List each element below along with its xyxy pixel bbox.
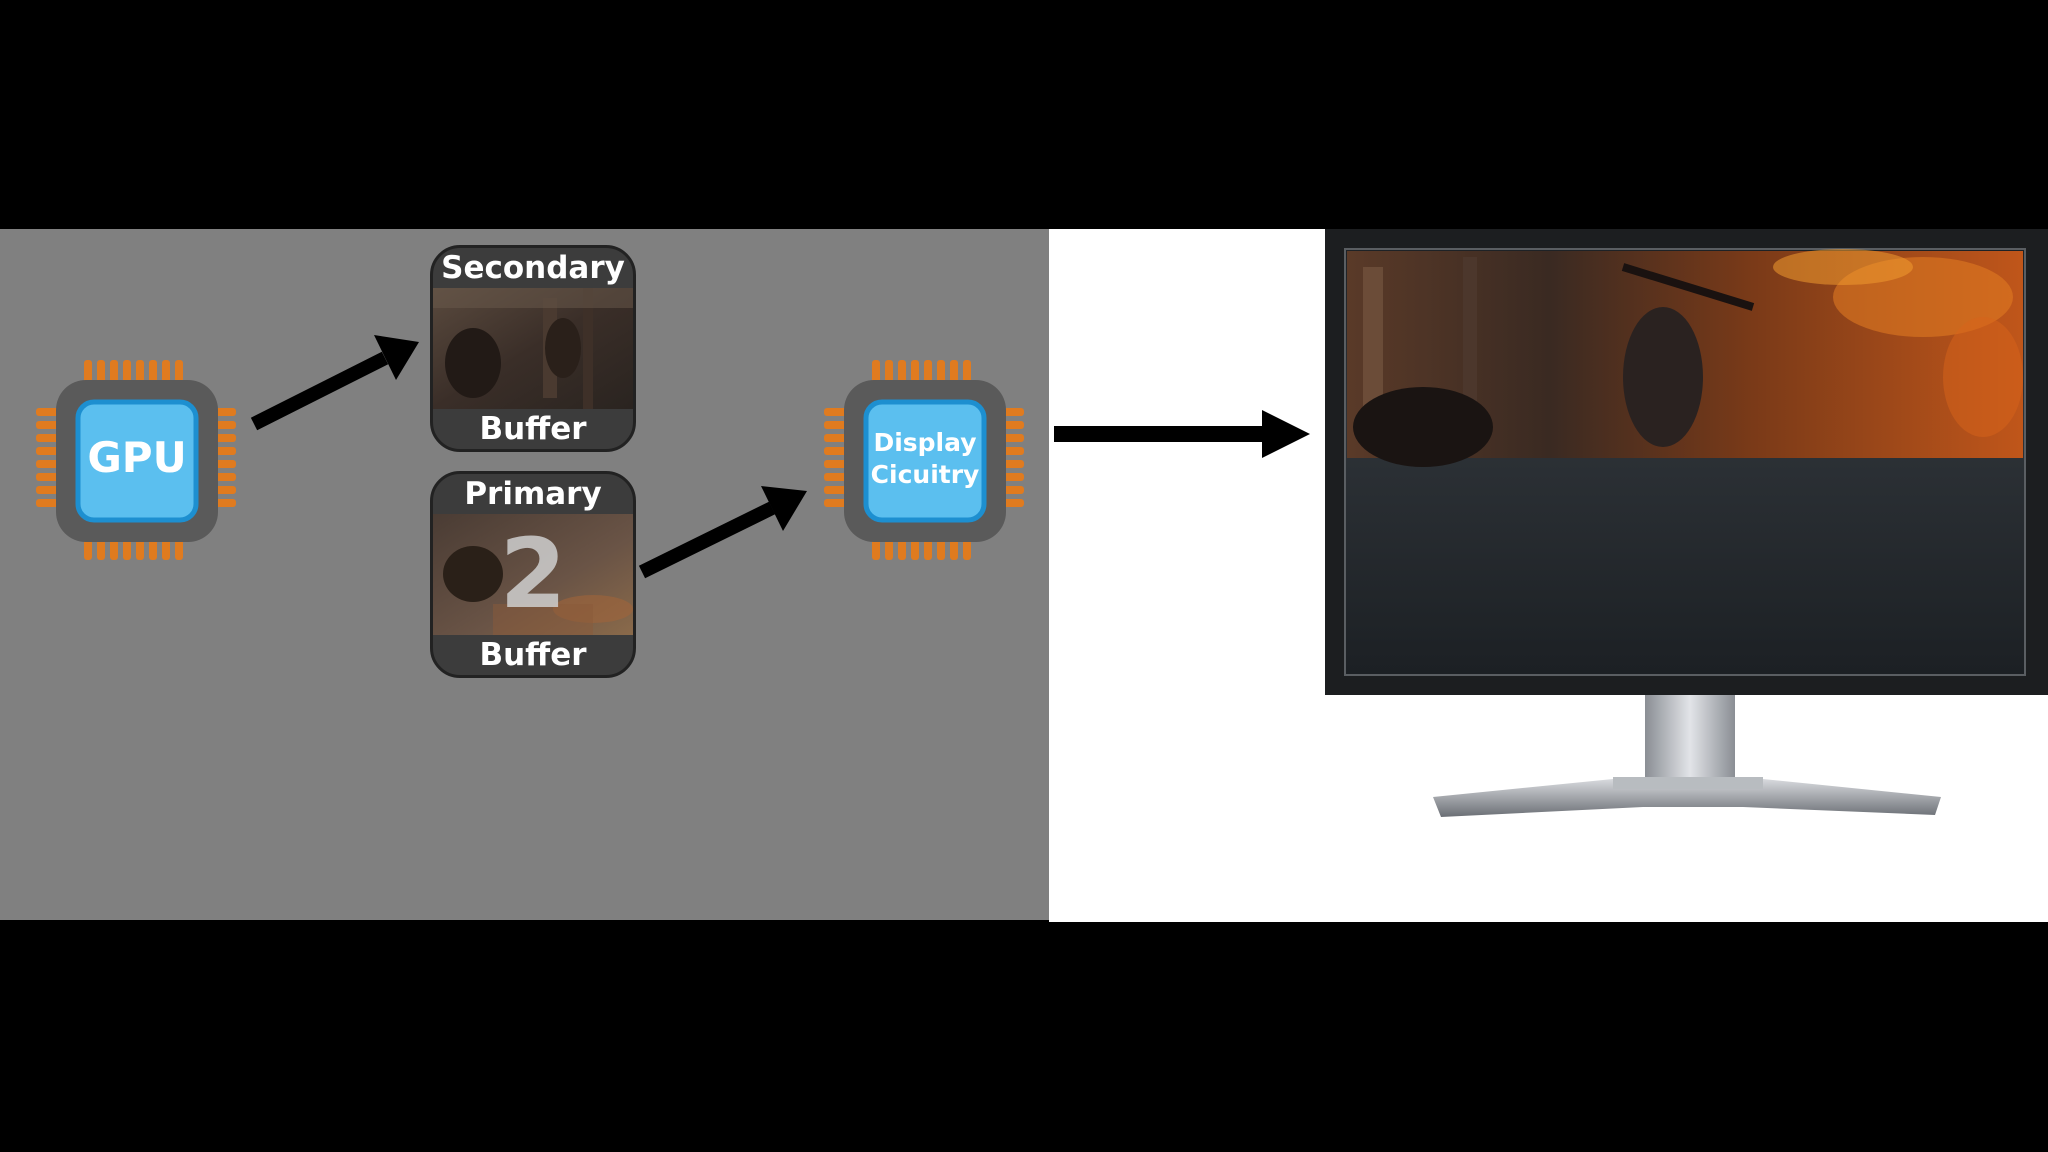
- primary-buffer: Primary 2 Buffer: [430, 471, 636, 678]
- arrow-icon: [254, 335, 419, 424]
- secondary-buffer: Secondary Buffer: [430, 245, 636, 452]
- secondary-buffer-title: Secondary: [433, 248, 633, 288]
- display-label-line2: Cicuitry: [822, 460, 1028, 489]
- primary-frame-image: 2: [433, 514, 633, 635]
- arrow-icon: [642, 486, 807, 572]
- display-chip-icon: Display Cicuitry: [822, 358, 1028, 564]
- primary-buffer-number: 2: [433, 514, 633, 635]
- primary-buffer-footer: Buffer: [433, 635, 633, 675]
- secondary-frame-image: [433, 288, 633, 409]
- secondary-buffer-footer: Buffer: [433, 409, 633, 449]
- primary-buffer-title: Primary: [433, 474, 633, 514]
- arrow-icon: [1054, 410, 1310, 458]
- monitor-icon: [1323, 227, 2048, 832]
- display-label-line1: Display: [822, 428, 1028, 457]
